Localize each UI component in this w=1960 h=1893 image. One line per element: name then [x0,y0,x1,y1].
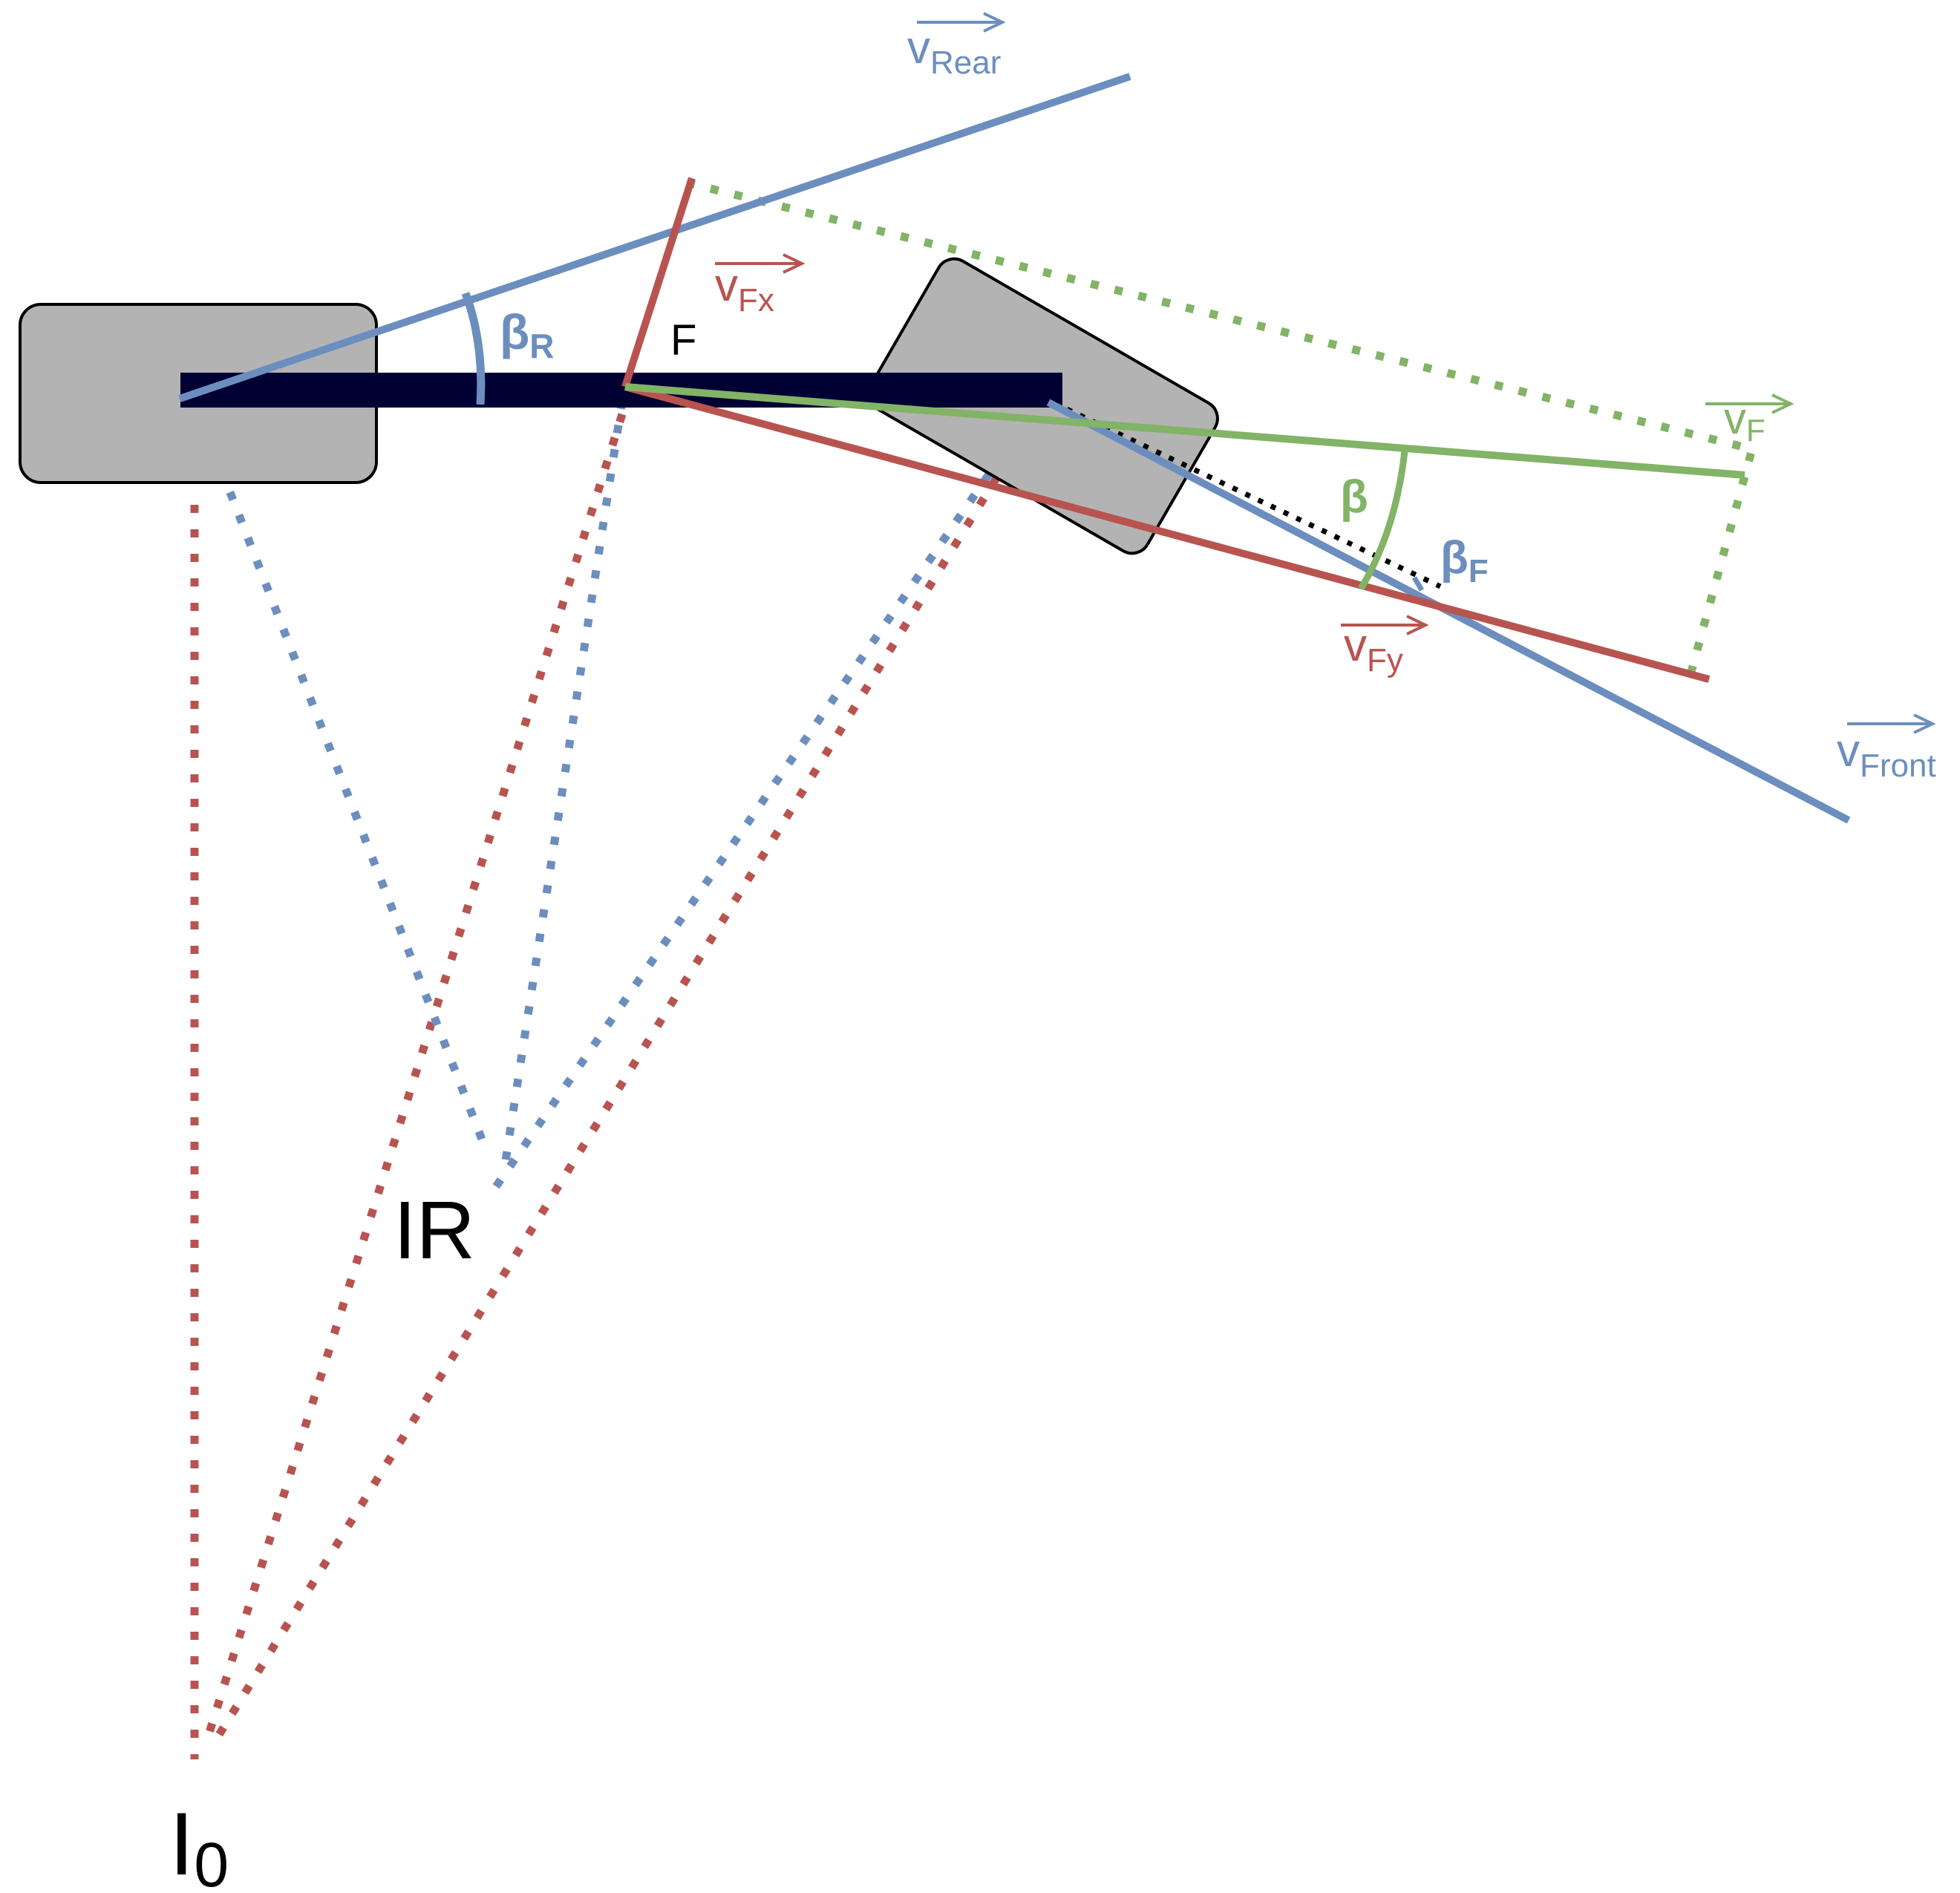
v-f-label: vF [1724,393,1765,448]
vector-overline-arrows [715,12,1936,734]
i0-label: I0 [169,1794,229,1893]
v-front-overline-arrow [1847,713,1936,734]
hitch-point-label: F [670,316,696,364]
construction-lines [190,178,1757,1759]
ir-label: IR [393,1185,475,1276]
rear-axle-to-ir-line [190,399,491,1152]
v-fy-label: vFy [1344,620,1403,679]
v-fy-vector [624,383,1711,683]
v-f-vector [624,383,1745,479]
front-axle-to-i0-line [212,454,1013,1743]
velocity-parallelogram [685,178,1757,673]
v-rear-vector [178,73,1131,402]
beta-label: β [1340,471,1368,523]
v-rear-label: vRear [907,22,1001,81]
v-front-label: vFront [1837,725,1936,784]
v-fx-label: vFx [715,260,774,318]
front-axle-to-ir-line [486,411,1034,1198]
v-fx-overline-arrow [715,253,806,274]
v-fy-overline-arrow [1341,615,1429,635]
beta-arc [1358,451,1408,591]
beta-r-arc [461,292,486,405]
v-rear-overline-arrow [917,12,1006,33]
v-f-overline-arrow [1705,393,1794,414]
beta-f-label: βF [1440,532,1489,589]
hitch-to-i0-line [203,413,627,1739]
v-fx-vector [621,177,696,388]
hitch-to-ir-line [500,400,627,1166]
beta-r-label: βR [500,304,555,365]
beta-f-tick [1411,576,1425,592]
chassis-beam [180,373,1062,408]
